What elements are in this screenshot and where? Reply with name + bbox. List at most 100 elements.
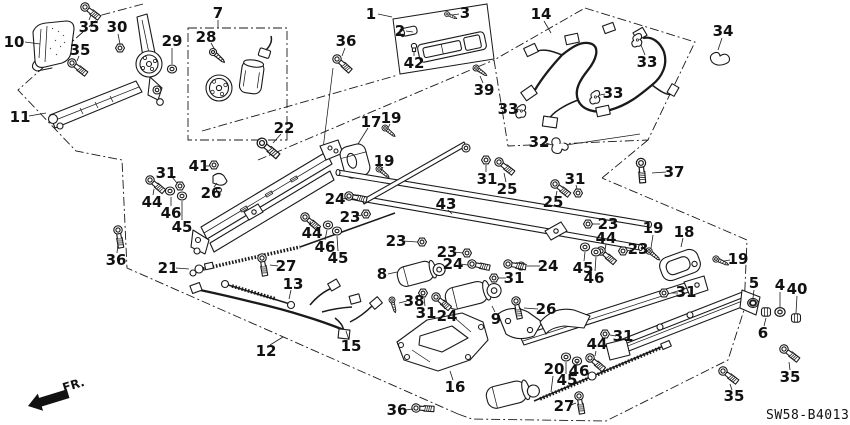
callout-43: 43 bbox=[436, 195, 457, 213]
callout-20: 20 bbox=[544, 360, 565, 378]
bolt-icon bbox=[466, 258, 492, 273]
callout-33: 33 bbox=[603, 84, 624, 102]
washer-icon bbox=[176, 191, 188, 201]
bolt-icon bbox=[411, 403, 435, 414]
callout-16: 16 bbox=[445, 378, 466, 396]
callout-leader bbox=[387, 123, 391, 129]
callout-leader bbox=[449, 370, 454, 381]
washer-icon bbox=[579, 242, 591, 252]
callout-leader bbox=[514, 108, 521, 111]
mount-washer-part bbox=[747, 297, 802, 323]
callout-23: 23 bbox=[437, 243, 458, 261]
callout-leader bbox=[213, 182, 218, 188]
callout-33: 33 bbox=[498, 100, 519, 118]
callout-leader bbox=[763, 317, 767, 327]
callout-leader bbox=[788, 361, 791, 371]
nut-icon bbox=[488, 273, 500, 283]
callout-leader bbox=[545, 142, 553, 146]
callout-38: 38 bbox=[404, 292, 425, 310]
callout-leader bbox=[309, 220, 312, 227]
callout-18: 18 bbox=[674, 223, 695, 241]
callout-24: 24 bbox=[443, 255, 464, 273]
callout-leader bbox=[377, 13, 393, 18]
callout-6: 6 bbox=[758, 324, 768, 342]
callout-23: 23 bbox=[628, 240, 649, 258]
callout-leader bbox=[404, 408, 414, 411]
callout-leader bbox=[599, 93, 606, 96]
callout-leader bbox=[555, 190, 558, 197]
callout-10: 10 bbox=[4, 33, 25, 51]
harness-clamp-part bbox=[709, 51, 731, 66]
bolt-icon bbox=[635, 157, 648, 184]
callout-35: 35 bbox=[724, 387, 745, 405]
callout-46: 46 bbox=[584, 269, 605, 287]
washer-icon bbox=[774, 306, 786, 318]
callout-leader bbox=[626, 249, 632, 252]
nut-icon bbox=[617, 246, 629, 256]
screw-icon bbox=[387, 295, 399, 314]
callout-36: 36 bbox=[387, 401, 408, 419]
seat-frame-part bbox=[396, 312, 489, 372]
callout-leader bbox=[336, 235, 339, 252]
callout-4: 4 bbox=[775, 276, 785, 294]
callout-8: 8 bbox=[377, 265, 387, 283]
callout-leader bbox=[357, 127, 369, 145]
screw-icon bbox=[443, 10, 459, 22]
hook-bracket-part bbox=[212, 172, 228, 198]
harness-sub-assembly-box bbox=[493, 7, 696, 147]
callout-29: 29 bbox=[162, 32, 183, 50]
callout-44: 44 bbox=[302, 224, 323, 242]
bushing-icon bbox=[760, 307, 772, 317]
seat-back-shield-part bbox=[31, 20, 75, 72]
callout-11: 11 bbox=[10, 108, 31, 126]
callout-1: 1 bbox=[366, 5, 376, 23]
callout-24: 24 bbox=[437, 307, 458, 325]
bolt-icon bbox=[573, 390, 587, 416]
callout-5: 5 bbox=[749, 274, 759, 292]
callout-36: 36 bbox=[336, 32, 357, 50]
nut-icon bbox=[582, 219, 594, 229]
callout-leader bbox=[117, 33, 121, 45]
fr-direction-arrow: FR. bbox=[28, 375, 86, 411]
diagram-code: SW58-B4013C bbox=[766, 408, 850, 423]
callout-41: 41 bbox=[189, 157, 210, 175]
bolt-icon bbox=[256, 252, 270, 278]
callout-37: 37 bbox=[664, 163, 685, 181]
power-slide-motor-part bbox=[485, 339, 672, 409]
callout-31: 31 bbox=[613, 327, 634, 345]
washer-icon bbox=[590, 247, 602, 257]
callout-35: 35 bbox=[780, 368, 801, 386]
nut-icon bbox=[208, 160, 220, 170]
callout-19: 19 bbox=[374, 152, 395, 170]
harness-clip-icon bbox=[631, 32, 643, 48]
callout-32: 32 bbox=[529, 133, 550, 151]
callout-leader bbox=[575, 184, 578, 190]
callout-44: 44 bbox=[587, 335, 608, 353]
callout-45: 45 bbox=[557, 371, 578, 389]
wire-harness-part bbox=[515, 21, 680, 129]
switch-bulb-part bbox=[410, 42, 418, 53]
callout-leader bbox=[459, 263, 469, 266]
slide-motor-part bbox=[396, 259, 446, 287]
nut-icon bbox=[658, 288, 670, 298]
callout-leader bbox=[210, 42, 216, 51]
callout-12: 12 bbox=[256, 342, 277, 360]
callout-leader bbox=[717, 37, 723, 51]
callout-leader bbox=[604, 243, 607, 251]
callout-3: 3 bbox=[460, 4, 470, 22]
callout-leader bbox=[441, 303, 446, 310]
nut-icon bbox=[461, 248, 473, 258]
callout-leader bbox=[680, 237, 684, 248]
nut-icon bbox=[480, 155, 492, 165]
callout-leader bbox=[640, 44, 646, 56]
callout-leader bbox=[152, 188, 155, 196]
callout-45: 45 bbox=[573, 259, 594, 277]
callout-leader bbox=[288, 289, 292, 300]
callout-42: 42 bbox=[404, 54, 425, 72]
callout-leader bbox=[269, 264, 279, 267]
callout-leader bbox=[356, 214, 363, 217]
callout-leader bbox=[398, 300, 408, 304]
callout-leader bbox=[523, 307, 539, 310]
callout-45: 45 bbox=[328, 249, 349, 267]
callout-leader bbox=[272, 133, 282, 144]
